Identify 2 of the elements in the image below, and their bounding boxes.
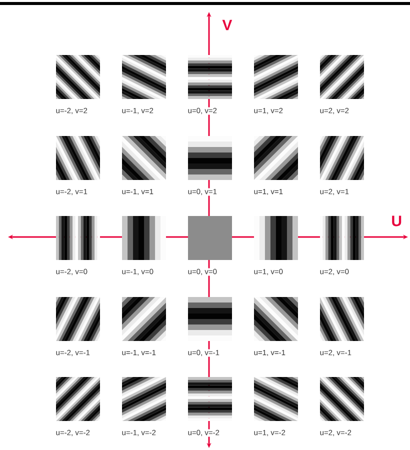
axis-label: V [222,20,232,30]
axis-label: U [392,216,402,226]
